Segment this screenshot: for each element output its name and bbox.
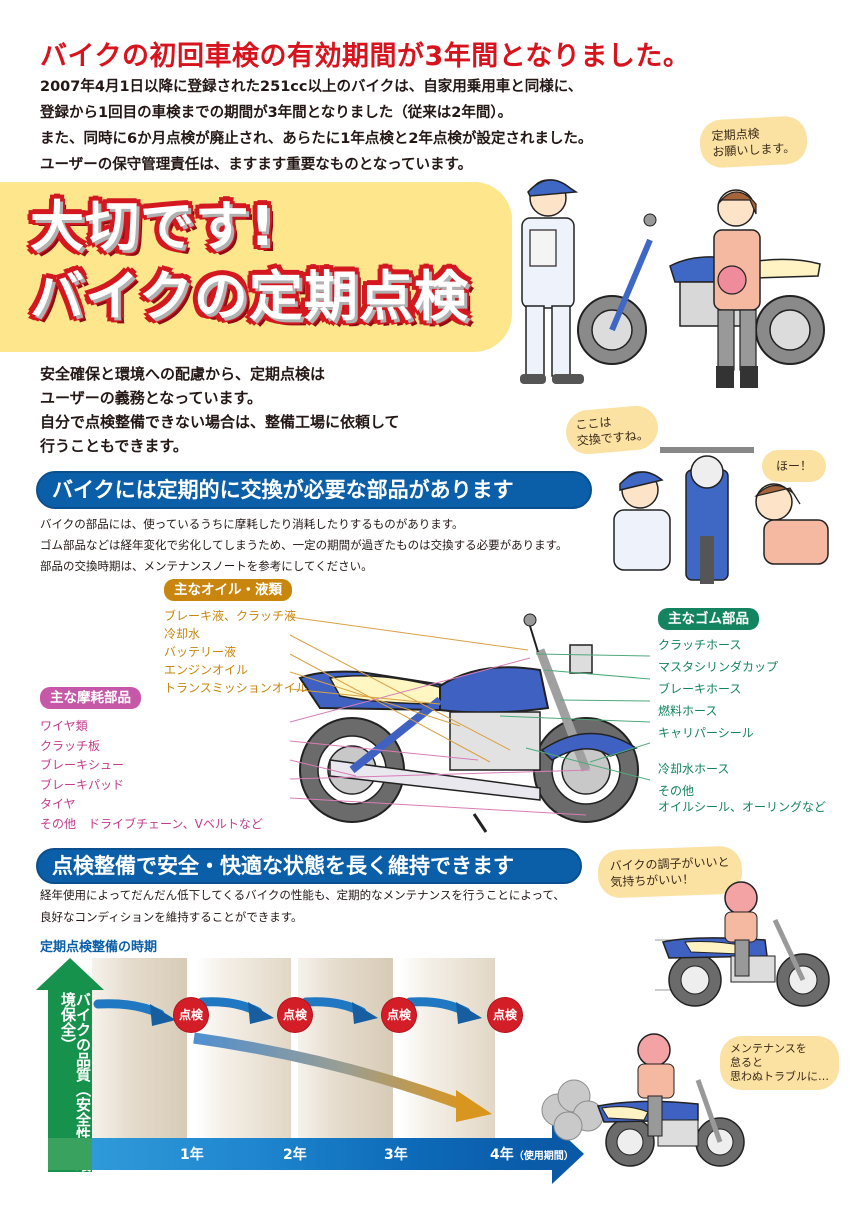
maintain-description-line: 経年使用によってだんだん低下してくるバイクの性能も、定期的なメンテナンスを行うこ… — [40, 888, 565, 902]
oil-part-item: バッテリー液 — [164, 645, 237, 659]
section-heading-maintain: 点検整備で安全・快適な状態を長く維持できます — [36, 848, 582, 884]
x-tick-3: 3年 — [384, 1147, 408, 1163]
inspection-badge: 点検 — [174, 998, 208, 1032]
happy-rider-illustration — [655, 881, 830, 1007]
wear-part-item: クラッチ板 — [40, 738, 101, 753]
rubber-part-item: クラッチホース — [658, 638, 742, 652]
wear-part-item: ブレーキシュー — [40, 758, 125, 772]
rubber-part-item: マスタシリンダカップ — [658, 660, 779, 674]
exhaust-smoke-icon — [541, 1079, 604, 1141]
trouble-rider-illustration — [541, 1033, 745, 1167]
lead-line: ユーザーの義務となっています。 — [40, 389, 263, 407]
oil-part-item: トランスミッションオイル — [164, 681, 308, 695]
x-tick-1: 1年 — [180, 1147, 204, 1163]
rubber-part-item: その他 — [658, 784, 695, 798]
banner-title: 大切です! バイクの定期点検 — [30, 192, 469, 332]
parts-description: バイクの部品には、使っているうちに摩耗したり消耗したりするものがあります。 ゴム… — [40, 514, 568, 577]
oil-part-item: 冷却水 — [164, 627, 201, 641]
maintain-description-line: 良好なコンディションを維持することができます。 — [40, 910, 303, 924]
rubber-parts-list: クラッチホース マスタシリンダカップ ブレーキホース 燃料ホース キャリパーシー… — [658, 636, 826, 820]
lead-line: 安全確保と環境への配慮から、定期点検は — [40, 365, 326, 383]
parts-description-line: バイクの部品には、使っているうちに摩耗したり消耗したりするものがあります。 — [40, 517, 464, 531]
rubber-part-item: 燃料ホース — [658, 704, 718, 718]
mechanic-customer-bike-illustration — [520, 179, 825, 388]
inspection-badge: 点検 — [278, 998, 312, 1032]
title-banner — [0, 182, 512, 352]
oil-part-item: ブレーキ液、クラッチ液 — [164, 609, 297, 623]
bubble-text: メンテナンスを — [730, 1042, 807, 1055]
category-rubber-label: 主なゴム部品 — [658, 608, 759, 630]
axis-corner — [48, 1138, 92, 1170]
inspection-badge: 点検 — [488, 998, 522, 1032]
speech-bubble-request: 定期点検 お願いします。 — [698, 115, 808, 169]
maintain-description: 経年使用によってだんだん低下してくるバイクの性能も、定期的なメンテナンスを行うこ… — [40, 884, 565, 928]
mechanic-inspecting-bike-illustration — [613, 447, 829, 584]
quality-trend-arrows — [93, 997, 492, 1122]
inspection-timing-chart: バイクの品質（安全性・環境保全） 点検 点検 点検 点検 — [36, 958, 586, 1184]
year-column — [298, 958, 393, 1140]
year-column — [92, 958, 187, 1140]
x-axis-suffix: （使用期間） — [513, 1151, 574, 1162]
chart-title: 定期点検整備の時期 — [40, 940, 158, 955]
bubble-text: 怠ると — [730, 1056, 763, 1069]
rubber-part-item: オイルシール、オーリングなど — [658, 800, 827, 814]
x-tick-4: 4年（使用期間） — [490, 1144, 574, 1164]
wear-parts-list: ワイヤ類 クラッチ板 ブレーキシュー ブレーキパッド タイヤ その他 ドライブチ… — [40, 717, 263, 834]
category-wear-label: 主な摩耗部品 — [40, 687, 141, 709]
wear-part-item: ワイヤ類 — [40, 719, 88, 733]
banner-title-line1: 大切です! — [30, 195, 276, 258]
intro-paragraph: 2007年4月1日以降に登録された251cc以上のバイクは、自家用乗用車と同様に… — [40, 74, 592, 178]
x-tick-4-label: 4年 — [490, 1147, 514, 1163]
speech-bubble-wow: ほー！ — [762, 450, 827, 482]
wear-part-item: ブレーキパッド — [40, 777, 125, 792]
lead-paragraph: 安全確保と環境への配慮から、定期点検は ユーザーの義務となっています。 自分で点… — [40, 362, 400, 458]
banner-title-line2: バイクの定期点検 — [30, 265, 469, 328]
main-title: バイクの初回車検の有効期間が3年間となりました。 — [40, 41, 691, 72]
quality-axis-arrowhead-icon — [36, 958, 104, 990]
rubber-part-item: ブレーキホース — [658, 682, 742, 696]
intro-line: 登録から1回目の車検までの期間が3年間となりました（従来は2年間）。 — [40, 105, 513, 121]
lead-line: 行うこともできます。 — [40, 437, 188, 455]
oil-part-item: エンジンオイル — [164, 663, 249, 677]
intro-line: 2007年4月1日以降に登録された251cc以上のバイクは、自家用乗用車と同様に… — [40, 79, 583, 95]
parts-description-line: ゴム部品などは経年変化で劣化してしまうため、一定の期間が過ぎたものは交換する必要… — [40, 538, 568, 552]
bubble-text: お願いします。 — [712, 140, 796, 160]
quality-axis-label: バイクの品質（安全性・環境保全） — [59, 992, 92, 1172]
parts-description-line: 部品の交換時期は、メンテナンスノートを参考にしてください。 — [40, 559, 373, 573]
x-tick-2: 2年 — [283, 1147, 307, 1163]
bubble-text: 思わぬトラブルに… — [730, 1070, 829, 1083]
speech-bubble-trouble: メンテナンスを 怠ると 思わぬトラブルに… — [720, 1036, 839, 1090]
rubber-part-item: 冷却水ホース — [658, 762, 730, 776]
section-heading-parts: バイクには定期的に交換が必要な部品があります — [36, 471, 592, 509]
intro-line: また、同時に6か月点検が廃止され、あらたに1年点検と2年点検が設定されました。 — [40, 131, 593, 147]
motorcycle-parts-diagram — [290, 613, 650, 833]
category-oil-label: 主なオイル・液類 — [164, 579, 292, 601]
intro-line: ユーザーの保守管理責任は、ますます重要なものとなっています。 — [40, 157, 473, 173]
lead-line: 自分で点検整備できない場合は、整備工場に依頼して — [40, 413, 400, 431]
inspection-badge: 点検 — [382, 998, 416, 1032]
oil-parts-list: ブレーキ液、クラッチ液 冷却水 バッテリー液 エンジンオイル トランスミッション… — [164, 607, 308, 697]
wear-part-item: タイヤ — [40, 797, 76, 811]
time-axis-arrow — [92, 1138, 552, 1170]
rubber-part-item: キャリパーシール — [658, 726, 754, 740]
wear-part-item: その他 ドライブチェーン、Vベルトなど — [40, 816, 263, 831]
